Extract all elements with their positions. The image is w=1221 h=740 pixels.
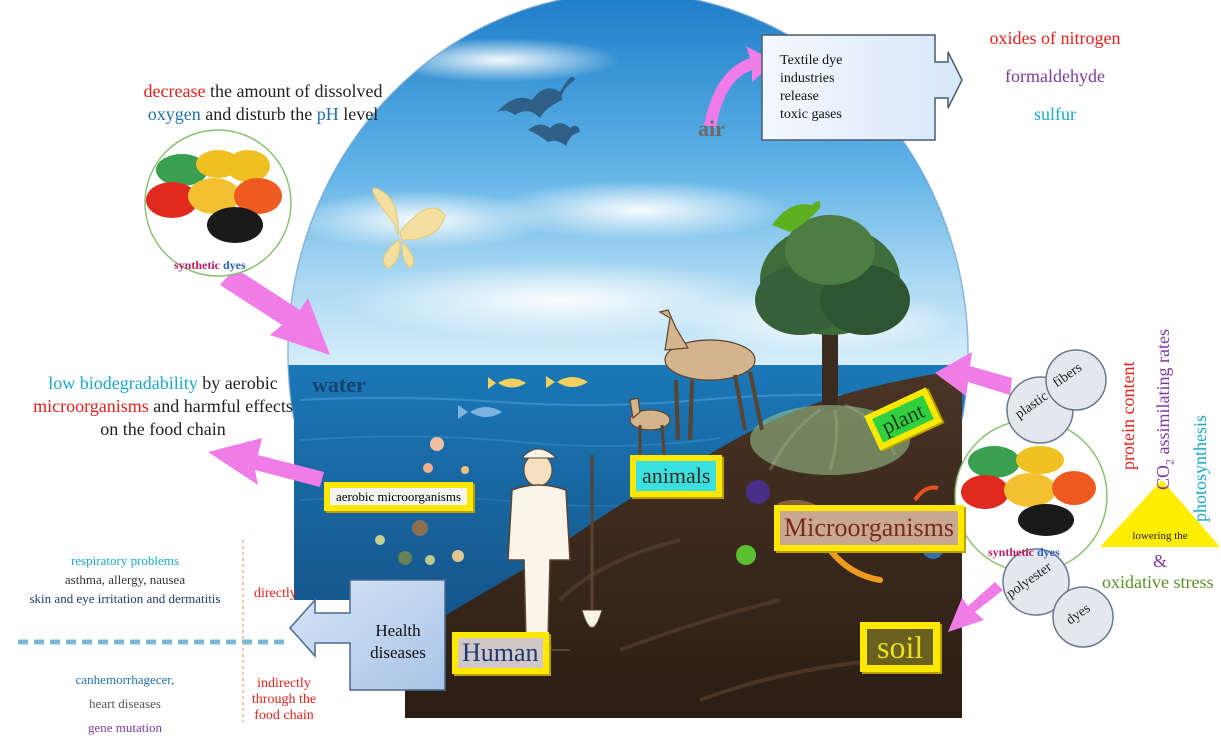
- microorganisms-label: Microorganisms: [774, 505, 964, 551]
- air-box-line3: release: [780, 88, 842, 106]
- health-box-line2: diseases: [352, 642, 444, 664]
- health-indirect-2: heart diseases: [40, 692, 210, 716]
- dyes-label-left-p2: dyes: [223, 258, 246, 272]
- health-direct-3: skin and eye irritation and dermatitis: [10, 589, 240, 608]
- oxidative-stress-label: oxidative stress: [1102, 572, 1213, 593]
- air-box-text: Textile dye industries release toxic gas…: [780, 52, 842, 124]
- intro-line2-end: level: [339, 104, 378, 124]
- aerobic-microorganisms-label: aerobic microorganisms: [324, 482, 473, 511]
- indirectly-label: indirectly through the food chain: [244, 676, 324, 724]
- indirectly-1: indirectly: [244, 676, 324, 692]
- air-label: air: [698, 116, 725, 142]
- gas-sulfur: sulfur: [960, 104, 1150, 125]
- co2-prefix: CO: [1153, 465, 1173, 490]
- bio-micro: microorganisms: [33, 396, 149, 416]
- bio-low: low biodegradability: [48, 373, 197, 393]
- lowering-label: lowering the: [1115, 530, 1205, 542]
- intro-decrease: decrease: [144, 81, 206, 101]
- animals-label: animals: [630, 455, 722, 497]
- soil-label: soil: [860, 622, 940, 672]
- intro-line1-rest: the amount of dissolved: [205, 81, 382, 101]
- health-indirect-3: gene mutation: [40, 716, 210, 740]
- water-label: water: [312, 372, 366, 398]
- biodegradability-text: low biodegradability by aerobic microorg…: [18, 372, 308, 441]
- dyes-label-right: synthetic dyes: [988, 545, 1060, 560]
- health-effects-direct: respiratory problems asthma, allergy, na…: [10, 551, 240, 608]
- co2-rates-label: CO2 assimilating rates: [1153, 329, 1178, 490]
- health-indirect-1: canhemorrhagecer,: [40, 668, 210, 692]
- health-effects-indirect: canhemorrhagecer, heart diseases gene mu…: [40, 668, 210, 740]
- dyes-label-left-p1: synthetic: [174, 258, 220, 272]
- co2-sub: 2: [1163, 459, 1177, 465]
- dyes-label-left: synthetic dyes: [174, 258, 246, 273]
- health-box-line1: Health: [352, 620, 444, 642]
- indirectly-2: through the: [244, 692, 324, 708]
- gas-formaldehyde: formaldehyde: [960, 66, 1150, 87]
- photosynthesis-label: photosynthesis: [1190, 415, 1211, 522]
- intro-line2-mid: and disturb the: [201, 104, 317, 124]
- health-direct-1: respiratory problems: [10, 551, 240, 570]
- health-direct-2: asthma, allergy, nausea: [10, 570, 240, 589]
- air-box-line4: toxic gases: [780, 106, 842, 124]
- air-box-line1: Textile dye: [780, 52, 842, 70]
- bio-line3: on the food chain: [100, 419, 225, 439]
- intro-ph: pH: [317, 104, 339, 124]
- bio-line1-rest: by aerobic: [198, 373, 278, 393]
- dyes-label-right-p1: synthetic: [988, 545, 1034, 559]
- health-box-label: Health diseases: [352, 620, 444, 664]
- protein-content-label: protein content: [1118, 362, 1139, 470]
- dyes-label-right-p2: dyes: [1037, 545, 1060, 559]
- indirectly-3: food chain: [244, 708, 324, 724]
- directly-label: directly: [254, 586, 297, 602]
- amp-label: &: [1140, 551, 1180, 572]
- intro-oxygen: oxygen: [148, 104, 201, 124]
- human-label: Human: [452, 632, 549, 674]
- gas-nitrogen: oxides of nitrogen: [960, 28, 1150, 49]
- intro-text: decrease the amount of dissolved oxygen …: [128, 80, 398, 126]
- air-box-line2: industries: [780, 70, 842, 88]
- bio-line2-rest: and harmful effects: [149, 396, 293, 416]
- co2-rest: assimilating rates: [1153, 329, 1173, 454]
